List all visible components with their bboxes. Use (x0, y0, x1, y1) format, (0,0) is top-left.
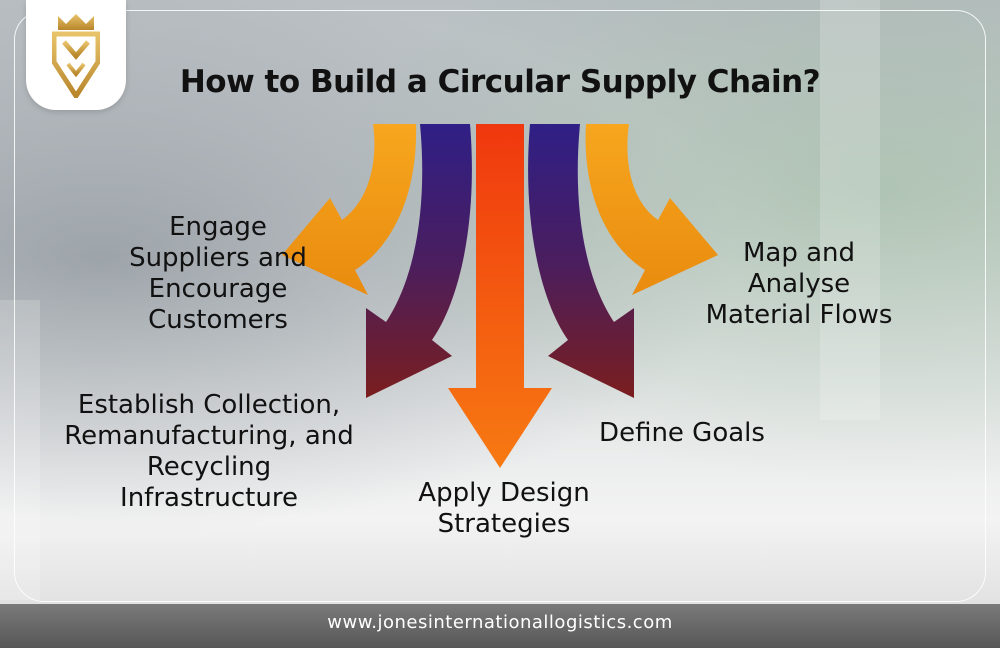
step-apply: Apply Design Strategies (418, 478, 590, 539)
content-frame (14, 10, 986, 602)
step-establish: Establish Collection, Remanufacturing, a… (64, 390, 354, 513)
arrow-engage (282, 124, 417, 295)
arrow-apply (448, 124, 552, 468)
step-map: Map and Analyse Material Flows (705, 238, 893, 330)
background-light (820, 0, 880, 420)
website-url[interactable]: www.jonesinternationallogistics.com (327, 612, 673, 633)
arrow-establish (366, 124, 472, 398)
arrow-map (585, 124, 718, 295)
step-goals: Define Goals (599, 418, 765, 448)
logo-icon (52, 14, 100, 98)
arrow-diagram (282, 124, 718, 468)
logo-badge (26, 0, 126, 110)
page-title: How to Build a Circular Supply Chain? (179, 64, 821, 100)
step-engage: Engage Suppliers and Encourage Customers (129, 212, 307, 335)
arrow-goals (528, 124, 634, 398)
footer-band (0, 604, 1000, 648)
background-light (0, 300, 40, 600)
